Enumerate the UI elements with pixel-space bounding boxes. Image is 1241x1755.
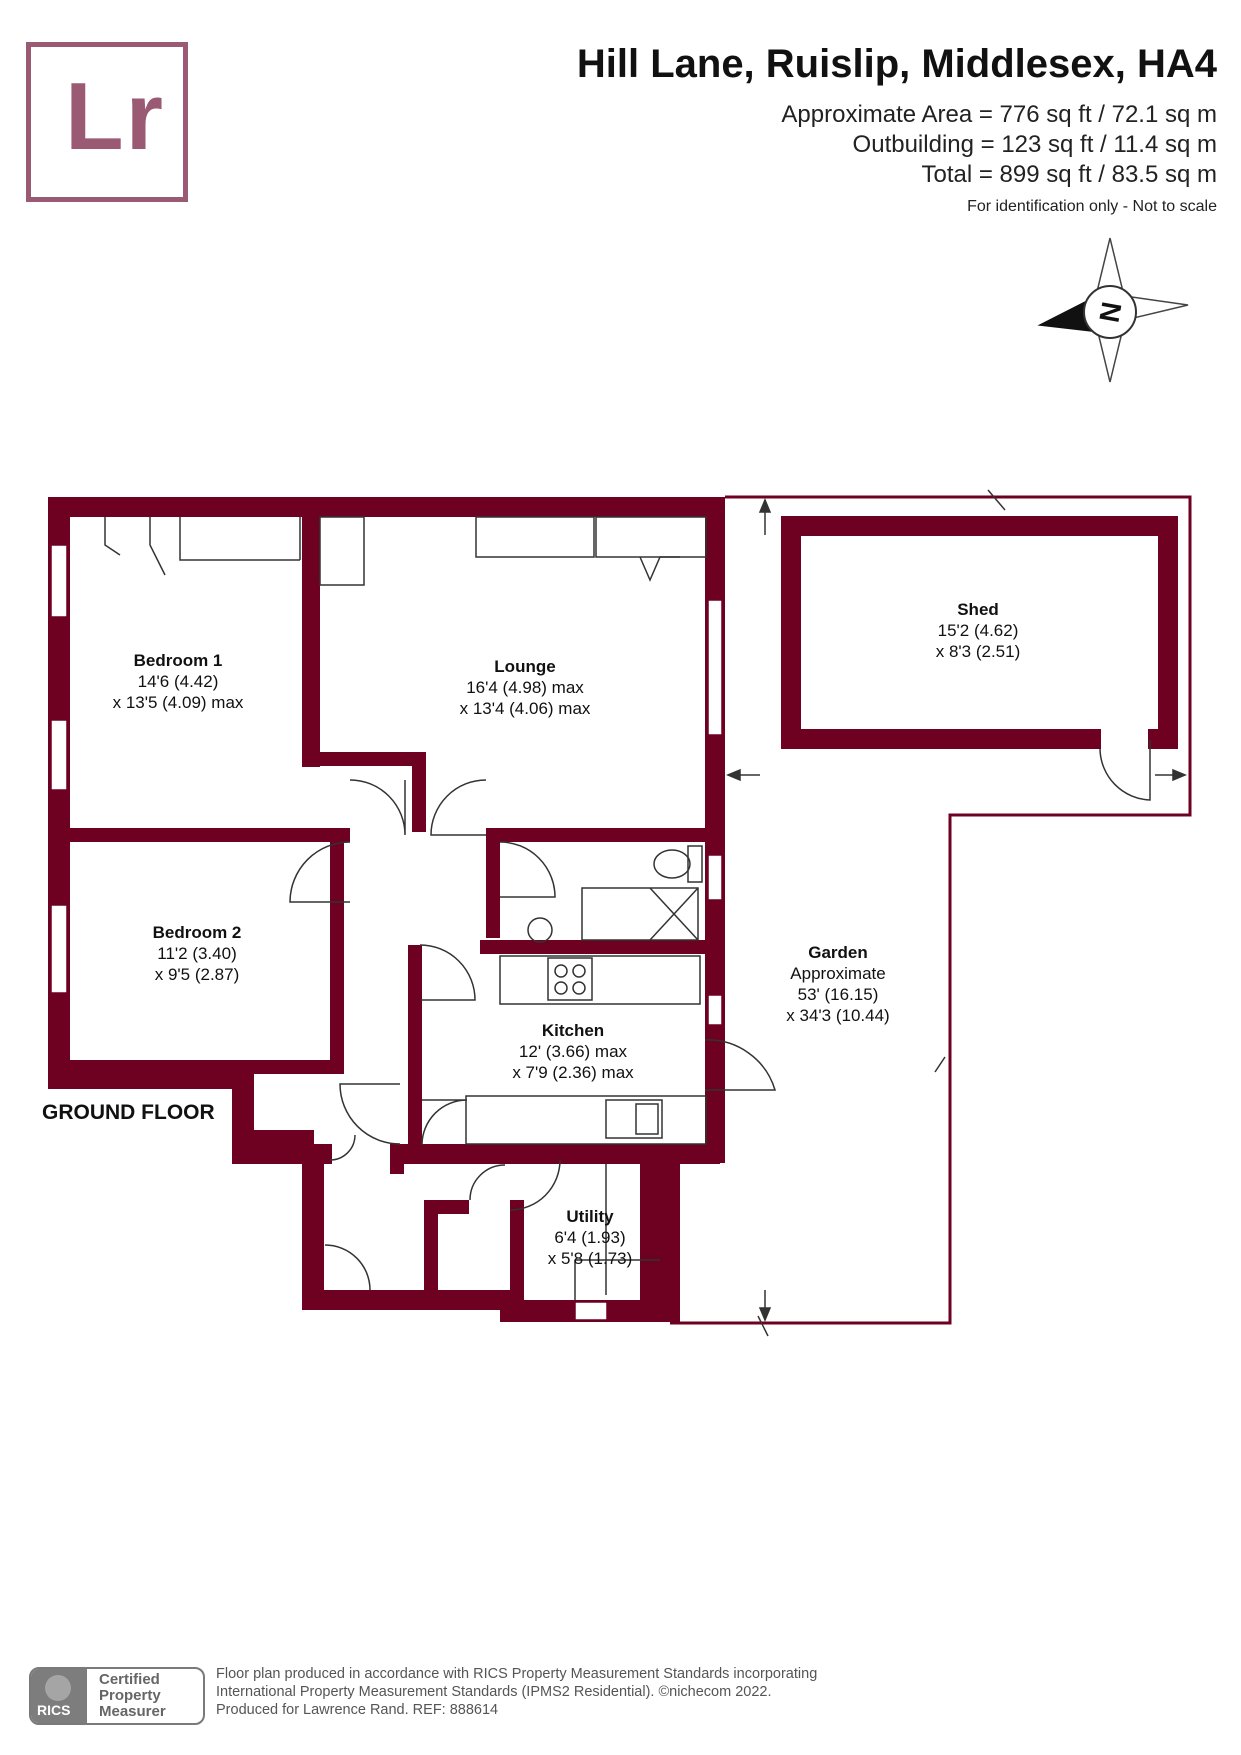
room-dimension: 53' (16.15) [798,985,879,1004]
room-dimension: x 8'3 (2.51) [936,642,1021,661]
compass-rose-icon: N [1037,237,1189,383]
rics-wordmark: RICS [37,1702,71,1718]
room-dimension: x 5'8 (1.73) [548,1249,633,1268]
room-dimension: x 34'3 (10.44) [786,1006,889,1025]
room-dimension: 11'2 (3.40) [157,944,236,963]
floor-label: GROUND FLOOR [42,1101,215,1124]
room-dimension: x 7'9 (2.36) max [512,1063,634,1082]
footer-line-3: Produced for Lawrence Rand. REF: 888614 [216,1702,499,1718]
outbuilding-area: Outbuilding = 123 sq ft / 11.4 sq m [852,131,1217,158]
room-dimension: x 13'5 (4.09) max [113,693,244,712]
room-dimension: x 13'4 (4.06) max [460,699,591,718]
footer-line-1: Floor plan produced in accordance with R… [216,1666,818,1682]
windows [50,544,723,1321]
room-name: Bedroom 2 [153,923,242,942]
room-dimension: 6'4 (1.93) [554,1228,625,1247]
room-label-kitchen: Kitchen 12' (3.66) max x 7'9 (2.36) max [512,1021,634,1082]
total-area: Total = 899 sq ft / 83.5 sq m [921,161,1218,188]
room-dimension: 16'4 (4.98) max [466,678,584,697]
room-dimension: x 9'5 (2.87) [155,965,240,984]
garden-boundary [670,495,1192,1325]
room-name: Shed [957,600,999,619]
room-label-bedroom1: Bedroom 1 14'6 (4.42) x 13'5 (4.09) max [113,651,244,712]
shed-door-arc [1099,740,1151,801]
room-label-lounge: Lounge 16'4 (4.98) max x 13'4 (4.06) max [460,657,591,718]
footer-line-2: International Property Measurement Stand… [216,1684,772,1700]
room-label-shed: Shed 15'2 (4.62) x 8'3 (2.51) [936,600,1021,661]
property-title: Hill Lane, Ruislip, Middlesex, HA4 [576,42,1217,86]
room-name: Kitchen [542,1021,604,1040]
room-name: Utility [566,1207,614,1226]
room-dimension: 12' (3.66) max [519,1042,628,1061]
room-label-utility: Utility 6'4 (1.93) x 5'8 (1.73) [548,1207,633,1268]
room-name: Lounge [494,657,555,676]
certified-property-measurer: Certified Property Measurer [99,1671,166,1720]
room-dimension: 15'2 (4.62) [938,621,1019,640]
logo-text: Lr [65,63,165,170]
room-dimension: 14'6 (4.42) [138,672,219,691]
room-name: Bedroom 1 [134,651,223,670]
room-label-bedroom2: Bedroom 2 11'2 (3.40) x 9'5 (2.87) [153,923,242,984]
fixtures [104,498,1187,1322]
rics-certified-badge: RICS Certified Property Measurer [29,1667,205,1725]
rics-panel: RICS [31,1669,87,1723]
building-walls [48,497,725,1322]
lawrence-rand-logo: Lr [26,42,188,202]
rics-lion-icon [45,1675,71,1701]
scale-disclaimer: For identification only - Not to scale [967,198,1217,215]
room-dimension: Approximate [790,964,885,983]
room-name: Garden [808,943,868,962]
approximate-area: Approximate Area = 776 sq ft / 72.1 sq m [781,101,1217,128]
shed-walls [781,516,1178,749]
room-label-garden: Garden Approximate 53' (16.15) x 34'3 (1… [786,943,889,1025]
